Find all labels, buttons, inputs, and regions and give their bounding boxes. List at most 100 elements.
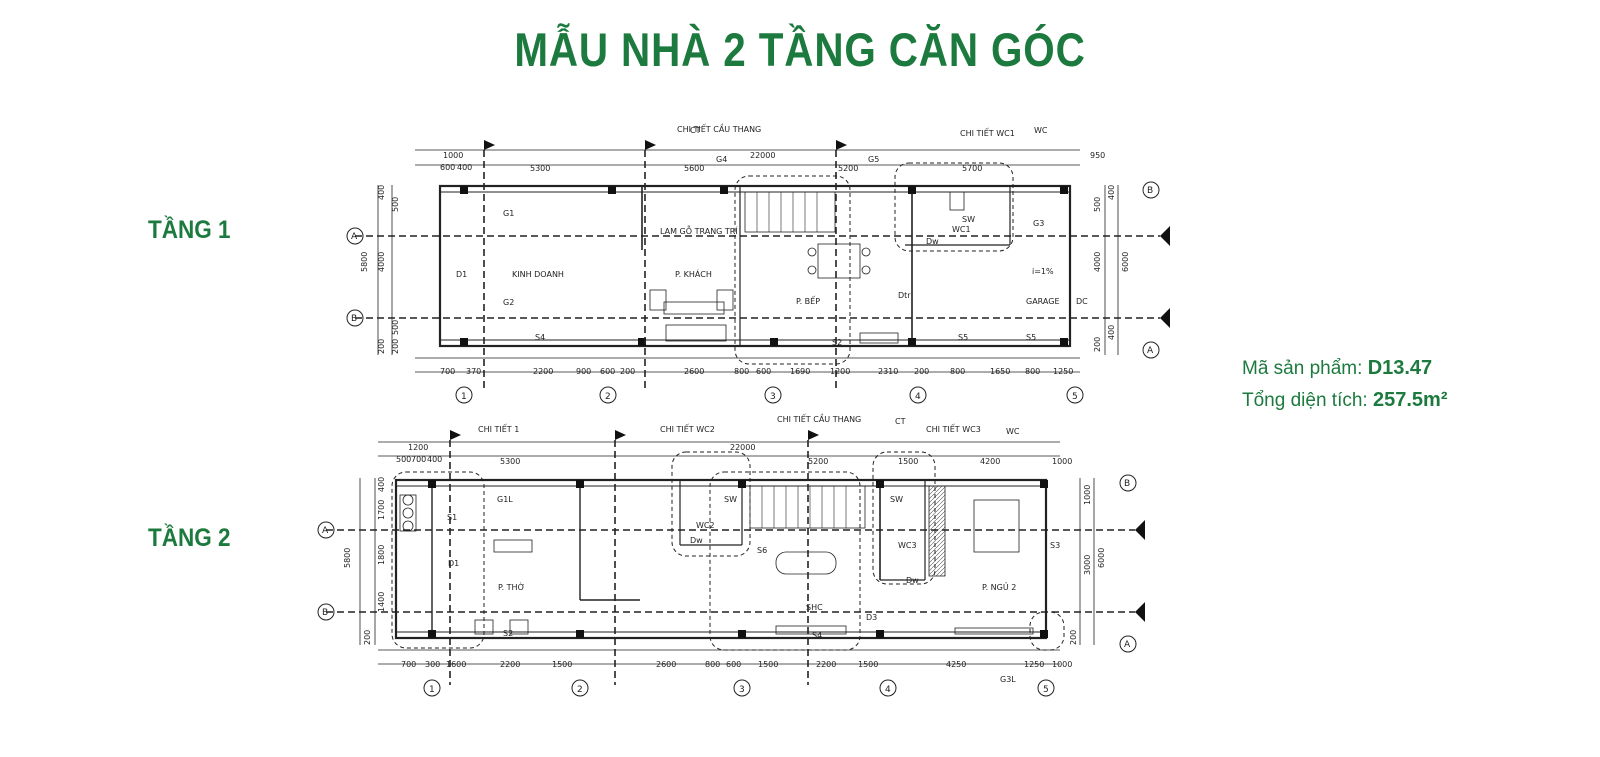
plan1-dim-top-1: 5600	[684, 164, 704, 173]
plan2-dim-bot-11: 4250	[946, 660, 966, 669]
plan1-tag-ct: CT	[690, 126, 701, 135]
plan2-dim-right-1: 1000	[1083, 485, 1092, 505]
plan2-dim-left-2: 1700	[377, 500, 386, 520]
plan2-dim-bot-9: 2200	[816, 660, 836, 669]
plan2-tag-d1: D1	[448, 559, 459, 568]
plan1-dim-bot-0: 700	[440, 367, 455, 376]
plan1-room-wc1: WC1	[952, 225, 971, 234]
plan1-dim-top-2: 5200	[838, 164, 858, 173]
plan2-callout-stair: CHI TIẾT CẦU THANG	[777, 412, 861, 424]
plan2-tag-s3: S3	[1050, 541, 1060, 550]
plan1-room-lam-go: LAM GỖ TRANG TRÍ	[660, 224, 738, 236]
plan2-tag-s2: S2	[503, 629, 513, 638]
plan2-grid-B-right: B	[1124, 479, 1130, 489]
plan1-tag-g4: G4	[716, 155, 727, 164]
plan2-grid-4: 4	[885, 685, 891, 695]
plan-floor-2-labels: CHI TIẾT 1 CHI TIẾT WC2 CHI TIẾT CẦU THA…	[322, 412, 1131, 695]
plan1-dim-bot-16: 1250	[1053, 367, 1073, 376]
plan2-dim-bot-7: 600	[726, 660, 741, 669]
plan2-dim-bot-0: 700	[401, 660, 416, 669]
product-area-label: Tổng diện tích:	[1242, 390, 1368, 411]
plan1-dim-bot-10: 1200	[830, 367, 850, 376]
plan1-dim-right-3: 4000	[1093, 252, 1102, 272]
plan1-dim-top-0: 5300	[530, 164, 550, 173]
floor-1-label: TẦNG 1	[148, 216, 231, 244]
plan1-total-dim: 22000	[750, 151, 775, 160]
product-code-value: D13.47	[1367, 357, 1433, 379]
plan2-grid-B: B	[322, 608, 328, 618]
plan1-dim-left-1: 400	[377, 185, 386, 200]
plan1-dim-left-3: 4000	[377, 252, 386, 272]
plan2-dim-bot-5: 2600	[656, 660, 676, 669]
plan1-tag-s2: S2	[832, 338, 842, 347]
plan1-tag-dtr: Dtr	[898, 291, 911, 300]
plan2-tag-s6: S6	[757, 546, 767, 555]
plan1-dim-bot-8: 600	[756, 367, 771, 376]
plan2-grid-1: 1	[429, 685, 435, 695]
plan1-dim-small-0: 1000	[443, 151, 463, 160]
plan1-tag-s5b: S5	[1026, 333, 1036, 342]
plan1-tag-g3: G3	[1033, 219, 1044, 228]
plan2-callout-1: CHI TIẾT 1	[478, 423, 519, 434]
plan1-room-garage: GARAGE	[1026, 297, 1060, 306]
plan2-dim-bot-2: 1600	[446, 660, 466, 669]
plan2-dim-bot-8: 1500	[758, 660, 778, 669]
plan2-tag-dw2: Dw	[690, 536, 703, 545]
plan1-tag-s4: S4	[535, 333, 545, 342]
plan1-tag-wc: WC	[1034, 126, 1048, 135]
product-code-label: Mã sản phẩm:	[1242, 358, 1363, 379]
plan1-tag-sw: SW	[962, 215, 975, 224]
plan2-dim-left-5: 200	[363, 630, 372, 645]
plan2-room-tho: P. THỜ	[498, 581, 525, 592]
plan1-tag-dc: DC	[1076, 297, 1088, 306]
plan2-dim-small-5: 1000	[1052, 457, 1072, 466]
plan2-dim-small-4: 1500	[898, 457, 918, 466]
plan2-tag-sw3: SW	[890, 495, 903, 504]
plan2-room-shc: SHC	[806, 603, 823, 612]
plan2-dim-bot-1: 300	[425, 660, 440, 669]
plan2-callout-wc2: CHI TIẾT WC2	[660, 423, 715, 434]
plan1-dim-bot-2: 2200	[533, 367, 553, 376]
plan2-dim-left-3: 1800	[377, 545, 386, 565]
plan1-dim-bot-6: 2600	[684, 367, 704, 376]
plan1-tag-g5: G5	[868, 155, 879, 164]
plan1-dim-right-2: 500	[1093, 197, 1102, 212]
plan1-dim-left-2: 500	[391, 197, 400, 212]
floor-2-label: TẦNG 2	[148, 524, 231, 552]
plan2-callout-wc3: CHI TIẾT WC3	[926, 423, 981, 434]
plan2-tag-g1l: G1L	[497, 495, 513, 504]
plan1-dim-bot-15: 800	[1025, 367, 1040, 376]
plan2-dim-small-1: 500	[396, 455, 411, 464]
plan2-tag-ct: CT	[895, 417, 906, 426]
plan2-dim-bot-12: 1250	[1024, 660, 1044, 669]
plan1-dim-bot-1: 370	[466, 367, 481, 376]
plan1-dim-bot-9: 1690	[790, 367, 810, 376]
plan2-tag-sw2: SW	[724, 495, 737, 504]
plan1-dim-right-0: 6000	[1121, 252, 1130, 272]
plan1-dim-right-4: 400	[1107, 325, 1116, 340]
plan1-grid-B: B	[351, 314, 357, 324]
plan1-dim-left-0: 5800	[360, 252, 369, 272]
plan1-dim-right-1: 400	[1107, 185, 1116, 200]
plan2-tag-s1: S1	[447, 513, 457, 522]
plan2-total-dim: 22000	[730, 443, 755, 452]
plan2-dim-top-0: 5300	[500, 457, 520, 466]
plan1-slope: i=1%	[1032, 267, 1054, 276]
plan1-dim-bot-14: 1650	[990, 367, 1010, 376]
plan-floor-2	[317, 430, 1145, 697]
plan2-dim-left-4: 1400	[377, 592, 386, 612]
product-area: Tổng diện tích: 257.5m²	[1242, 389, 1447, 412]
plan1-dim-bot-3: 900	[576, 367, 591, 376]
plan1-tag-dw: Dw	[926, 237, 939, 246]
product-code: Mã sản phẩm: D13.47	[1242, 357, 1432, 380]
plan2-grid-A: A	[322, 526, 329, 536]
plan1-dim-bot-12: 200	[914, 367, 929, 376]
plan1-dim-top-3: 5700	[962, 164, 982, 173]
plan2-dim-top-1: 5200	[808, 457, 828, 466]
plan1-dim-bot-4: 600	[600, 367, 615, 376]
plan1-grid-A: A	[351, 232, 358, 242]
plan1-tag-d1: D1	[456, 270, 467, 279]
plan-floor-1	[346, 140, 1170, 404]
plan2-dim-small-3: 400	[427, 455, 442, 464]
